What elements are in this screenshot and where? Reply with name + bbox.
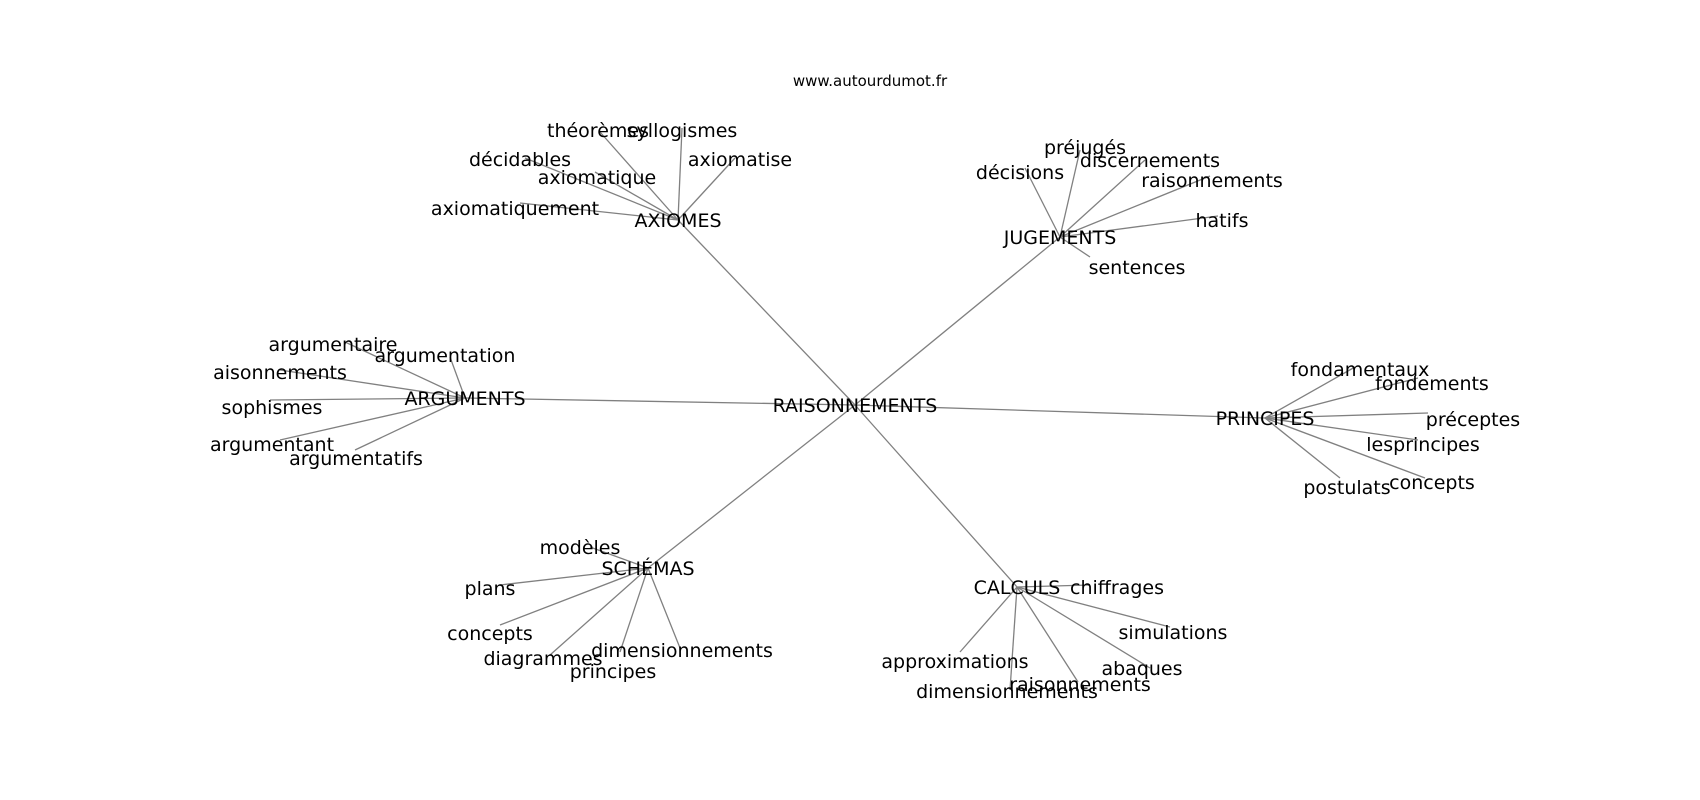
edge-hub-to-leaf: [1016, 586, 1079, 683]
edge-hub-to-leaf: [524, 157, 679, 221]
edge-hub-to-leaf: [449, 356, 466, 399]
edge-hub-to-leaf: [269, 397, 466, 401]
leaf-node-label: plans: [465, 578, 516, 600]
edge-hub-to-leaf: [499, 567, 649, 626]
leaf-node-label: diagrammes: [483, 648, 602, 670]
leaf-node-label: argumentatifs: [289, 448, 423, 470]
graph-edges: [269, 127, 1429, 691]
edge-hub-to-leaf: [677, 157, 736, 221]
leaf-node-label: lesprincipes: [1366, 434, 1479, 456]
hub-node-label: CALCULS: [974, 577, 1061, 599]
edge-hub-to-leaf: [1264, 366, 1356, 419]
edge-center-to-hub: [464, 397, 856, 406]
edge-hub-to-leaf: [1264, 412, 1429, 419]
edge-hub-to-leaf: [344, 341, 466, 399]
leaf-node-label: concepts: [447, 623, 533, 645]
website-watermark: www.autourdumot.fr: [792, 72, 948, 90]
leaf-node-label: dimensionnements: [916, 681, 1098, 703]
edge-center-to-hub: [854, 236, 1061, 406]
hub-node-label: SCHÉMAS: [601, 557, 694, 580]
leaf-node-label: axiomatiquement: [431, 198, 599, 220]
edge-hub-to-leaf: [279, 397, 466, 441]
leaf-node-label: abaques: [1101, 658, 1182, 680]
edge-hub-to-leaf: [354, 397, 466, 451]
edge-center-to-hub: [677, 219, 856, 406]
hub-node-label: ARGUMENTS: [404, 388, 525, 410]
edge-hub-to-leaf: [549, 567, 649, 656]
edge-hub-to-leaf: [1264, 417, 1419, 441]
leaf-node-label: décisions: [976, 162, 1064, 184]
hub-node-label: PRINCIPES: [1216, 408, 1315, 430]
leaf-node-label: préjugés: [1044, 137, 1126, 159]
edge-hub-to-leaf: [1264, 377, 1419, 419]
edge-hub-to-leaf: [1264, 417, 1426, 479]
leaf-node-label: fondements: [1375, 373, 1489, 395]
edge-hub-to-leaf: [599, 131, 679, 221]
leaf-node-label: sentences: [1089, 257, 1186, 279]
hub-node-label: AXIOMES: [634, 210, 721, 232]
edge-hub-to-leaf: [1024, 167, 1061, 238]
edge-hub-to-leaf: [1059, 236, 1091, 258]
center-node-label: RAISONNEMENTS: [773, 395, 938, 417]
leaf-node-label: raisonnements: [1009, 674, 1151, 696]
leaf-node-label: fondamentaux: [1291, 359, 1430, 381]
edge-hub-to-leaf: [1059, 215, 1219, 238]
edge-hub-to-leaf: [1016, 586, 1151, 669]
leaf-node-label: axiomatise: [688, 149, 792, 171]
edge-hub-to-leaf: [959, 586, 1018, 653]
edge-hub-to-leaf: [1059, 149, 1081, 238]
hub-node-label: JUGEMENTS: [1003, 227, 1117, 249]
leaf-node-label: aisonnements: [213, 362, 347, 384]
edge-hub-to-leaf: [594, 171, 679, 221]
edge-hub-to-leaf: [1016, 584, 1091, 588]
leaf-node-label: modèles: [540, 537, 621, 559]
edge-hub-to-leaf: [1059, 175, 1211, 238]
leaf-node-label: dimensionnements: [591, 640, 773, 662]
leaf-node-label: syllogismes: [627, 120, 738, 142]
leaf-node-label: chiffrages: [1070, 577, 1164, 599]
leaf-node-label: théorèmes: [547, 120, 649, 142]
leaf-node-label: postulats: [1303, 477, 1390, 499]
edge-hub-to-leaf: [519, 202, 679, 221]
edge-hub-to-leaf: [647, 567, 681, 649]
leaf-node-label: préceptes: [1426, 409, 1520, 431]
leaf-node-label: principes: [570, 661, 657, 683]
edge-hub-to-leaf: [1264, 417, 1341, 479]
leaf-node-label: axiomatique: [538, 167, 656, 189]
leaf-node-label: décidables: [469, 149, 571, 171]
edge-center-to-hub: [854, 404, 1266, 419]
edge-hub-to-leaf: [677, 127, 683, 221]
edge-hub-to-leaf: [589, 546, 649, 569]
edge-hub-to-leaf: [279, 369, 466, 399]
leaf-node-label: discernements: [1080, 150, 1220, 172]
edge-hub-to-leaf: [499, 567, 649, 586]
graph-labels: AXIOMESthéorèmessyllogismesdécidablesaxi…: [210, 120, 1520, 703]
leaf-node-label: approximations: [881, 651, 1028, 673]
edge-center-to-hub: [854, 404, 1018, 588]
leaf-node-label: argumentant: [210, 434, 334, 456]
edge-hub-to-leaf: [1009, 586, 1018, 691]
edge-hub-to-leaf: [1059, 159, 1146, 238]
edge-center-to-hub: [647, 404, 856, 569]
leaf-node-label: raisonnements: [1141, 170, 1283, 192]
edge-hub-to-leaf: [619, 567, 649, 653]
leaf-node-label: sophismes: [222, 397, 323, 419]
leaf-node-label: hatifs: [1195, 210, 1248, 232]
leaf-node-label: concepts: [1389, 472, 1475, 494]
leaf-node-label: argumentaire: [269, 334, 398, 356]
leaf-node-label: simulations: [1119, 622, 1228, 644]
edge-hub-to-leaf: [1016, 586, 1171, 628]
leaf-node-label: argumentation: [375, 345, 516, 367]
